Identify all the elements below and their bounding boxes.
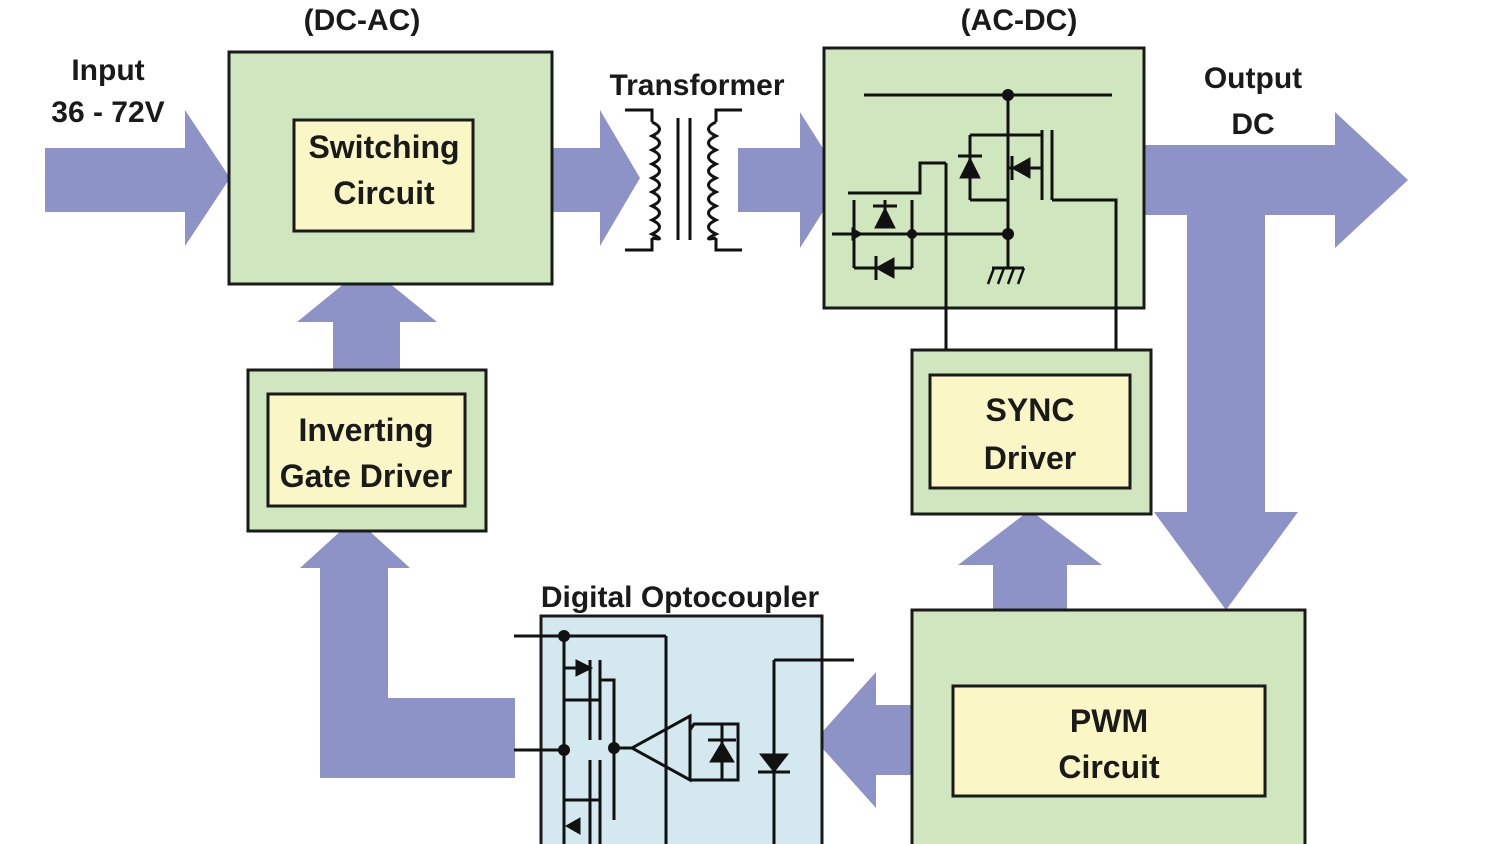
input-label-line1: Input: [71, 54, 144, 87]
sync-driver-label-line2: Driver: [984, 440, 1077, 476]
flow-arrows: [45, 110, 1408, 808]
inverting-gate-driver-label-line2: Gate Driver: [280, 458, 453, 494]
digital-optocoupler-label: Digital Optocoupler: [541, 581, 820, 614]
transformer-to-acdc-arrow: [738, 112, 843, 248]
output-label-line2: DC: [1231, 108, 1274, 141]
output-label-line1: Output: [1204, 62, 1302, 95]
optocoupler-to-gatedriver-arrow: [300, 518, 515, 778]
pwm-to-sync-arrow: [958, 510, 1102, 630]
dcac-to-transformer-arrow: [535, 110, 640, 246]
pwm-circuit-label-line1: PWM: [1070, 703, 1148, 739]
input-arrow: [45, 110, 230, 246]
optocoupler-circuit: [514, 630, 854, 844]
switching-circuit-label-line1: Switching: [308, 129, 459, 165]
inverting-gate-driver-box: [266, 392, 467, 508]
transformer-symbol: [625, 108, 742, 252]
pwm-circuit-box: [951, 684, 1267, 798]
digital-optocoupler-block: [539, 614, 824, 844]
pwm-circuit-label-line2: Circuit: [1058, 749, 1160, 785]
switching-circuit-box: [292, 118, 475, 233]
transformer-label: Transformer: [609, 69, 784, 102]
input-label-line2: 36 - 72V: [51, 96, 164, 129]
dc-ac-label: (DC-AC): [304, 4, 421, 37]
output-arrow: [1120, 112, 1408, 610]
sync-driver-box: [928, 373, 1132, 490]
ac-dc-label: (AC-DC): [961, 4, 1078, 37]
inverting-gate-driver-label-line1: Inverting: [298, 412, 433, 448]
switching-circuit-label-line2: Circuit: [333, 175, 435, 211]
synchronous-rectifier-circuit: [832, 89, 1118, 350]
sync-driver-label-line1: SYNC: [986, 392, 1075, 428]
gatedriver-to-switching-arrow: [297, 265, 437, 383]
